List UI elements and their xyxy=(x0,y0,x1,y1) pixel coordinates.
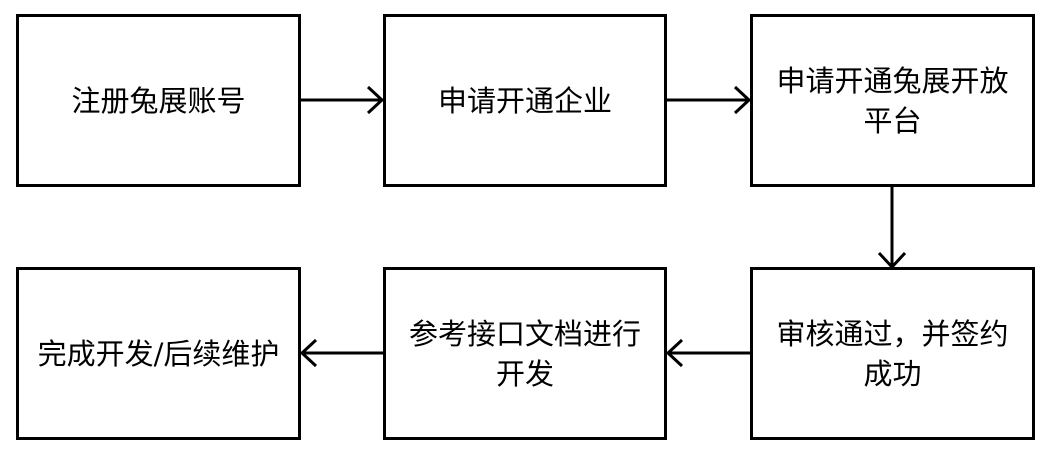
step-label: 申请开通企业 xyxy=(437,83,612,118)
arrow-approval-to-develop xyxy=(665,338,750,368)
step-register-account: 注册兔展账号 xyxy=(16,14,301,187)
step-apply-open-platform: 申请开通兔展开放平台 xyxy=(750,14,1035,187)
arrow-open-platform-to-approval xyxy=(877,187,907,270)
step-label: 参考接口文档进行开发 xyxy=(408,316,641,391)
arrow-register-to-enterprise xyxy=(301,85,385,115)
arrow-enterprise-to-open-platform xyxy=(667,85,752,115)
step-label: 注册兔展账号 xyxy=(71,83,246,118)
step-label: 完成开发/后续维护 xyxy=(37,336,280,371)
step-develop-with-docs: 参考接口文档进行开发 xyxy=(383,267,667,440)
step-finish-maintain: 完成开发/后续维护 xyxy=(16,267,301,440)
step-apply-enterprise: 申请开通企业 xyxy=(383,14,667,187)
step-label: 申请开通兔展开放平台 xyxy=(776,63,1009,138)
arrow-develop-to-maintain xyxy=(299,338,383,368)
step-approval-contract: 审核通过，并签约成功 xyxy=(750,267,1035,440)
step-label: 审核通过，并签约成功 xyxy=(776,316,1009,391)
